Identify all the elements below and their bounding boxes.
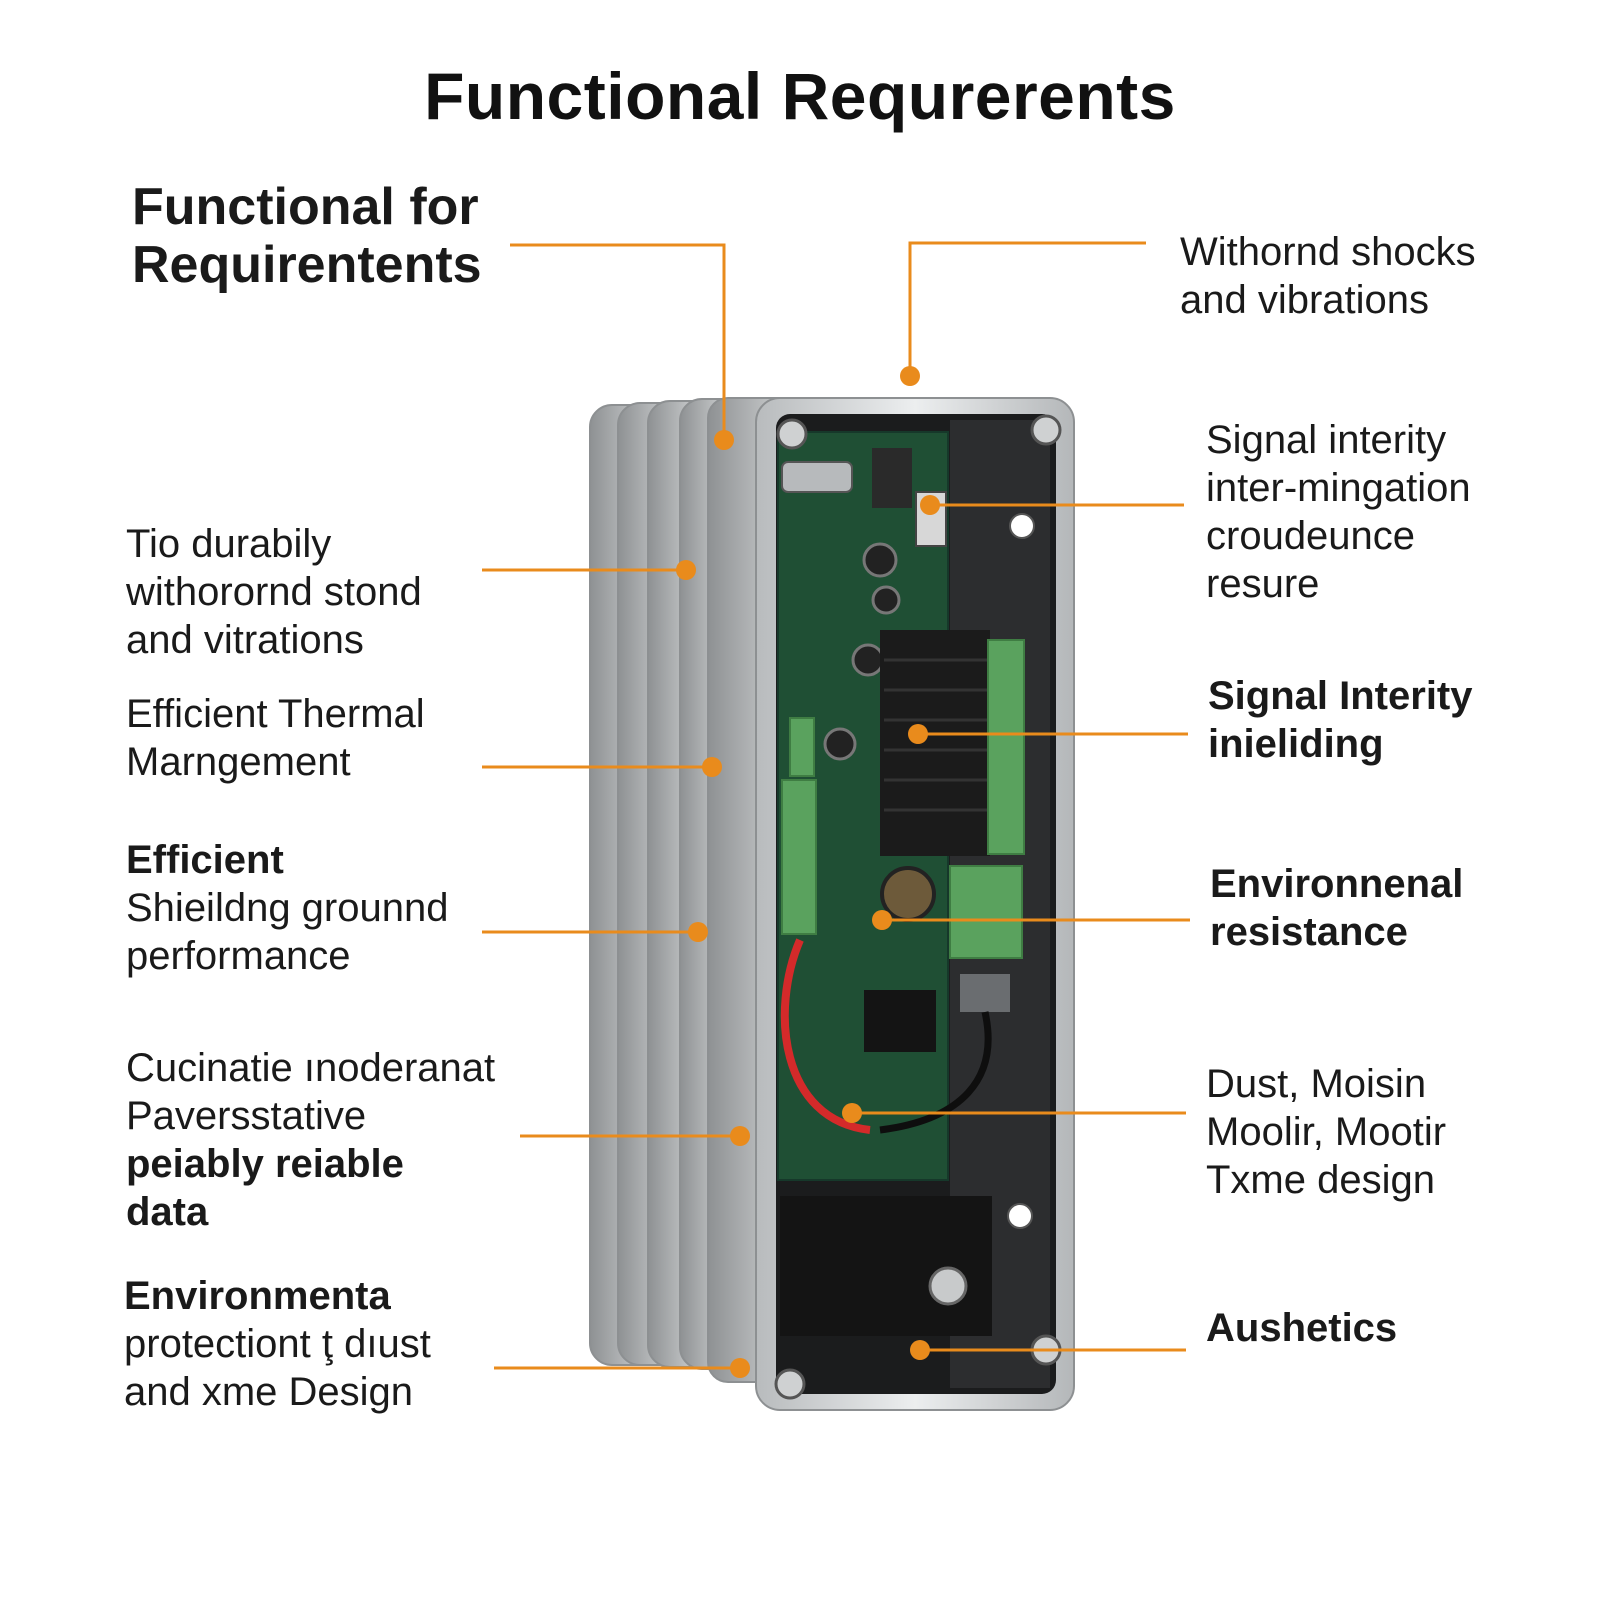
terminal-block-left [781,779,817,935]
capacitor-1 [862,542,898,578]
leader-right-1-line [908,241,1146,376]
callout-line: Withornd shocks [1180,230,1476,274]
callout-line: and vitrations [126,618,364,662]
screw-top-right [1030,414,1062,446]
inductor [880,866,936,922]
red-wire [780,938,871,1134]
callout-line: Efficient Thermal [126,692,425,736]
leader-left-1-dot [714,430,734,450]
screw-top-left [776,418,808,450]
callout-line: resure [1206,562,1320,606]
mount-hole-bottom [1007,1203,1033,1229]
power-supply [780,1196,992,1336]
callout-line: resistance [1210,910,1408,954]
callout-line: peiably reiable [126,1142,404,1186]
leader-right-5-dot [842,1103,862,1123]
mount-hole-top [1009,513,1035,539]
leader-left-1-line [510,243,726,440]
callout-line: Environnenal [1210,862,1464,906]
leader-right-2-dot [920,495,940,515]
callout-line: Signal interity [1206,418,1447,462]
leader-right-3-dot [908,724,928,744]
ground-bolt [928,1266,968,1306]
terminal-block-small [789,717,815,777]
callout-line: Cucinatie ınoderanat [126,1046,496,1090]
usb-connector [781,461,853,493]
heatsink-fins [884,658,988,812]
callout-line: Functional for [132,178,479,236]
leader-right-1-dot [900,366,920,386]
leader-left-3-dot [702,757,722,777]
screw-bottom-left [774,1368,806,1400]
header-connector [872,448,912,508]
capacitor-3 [851,643,885,677]
enclosure-screws [774,414,1062,1400]
leader-lines [482,241,1190,1378]
callout-line: Paversstative [126,1094,367,1138]
cable-connector [960,974,1010,1012]
capacitor-2 [871,585,901,615]
callout-line: croudeunce [1206,514,1416,558]
callout-line: and xme Design [124,1370,414,1414]
callout-line: inter-mingation [1206,466,1471,510]
leader-left-5-dot [730,1126,750,1146]
pcb-board [777,431,1025,1336]
callout-line: inieliding [1208,722,1384,766]
relay [864,990,936,1052]
callout-line: Requirentents [132,236,482,294]
capacitor-4 [823,727,857,761]
callout-line: withorornd stond [126,570,422,614]
callout-line: Txme design [1206,1158,1435,1202]
page-title: Functional Requrerents [424,59,1176,133]
leader-left-6-dot [730,1358,750,1378]
callout-line: Aushetics [1206,1306,1398,1350]
leader-left-2-dot [676,560,696,580]
black-wire [879,1011,992,1134]
callout-line: data [126,1190,209,1234]
callout-line: Shieildng grounnd [126,886,449,930]
callout-right-6: Aushetics [1206,1304,1397,1352]
callout-line: and vibrations [1180,278,1430,322]
callout-line: Environmenta [124,1274,391,1318]
heatsink [880,630,990,856]
callout-line: Tio durabily [126,522,332,566]
callout-line: Marngement [126,740,351,784]
callout-line: performance [126,934,351,978]
callout-line: Efficient [126,838,284,882]
callout-line: Dust, Moisin [1206,1062,1427,1106]
terminal-block-lower [949,865,1023,959]
callout-line: protectiont ţ dıust [124,1322,431,1366]
leader-right-6-dot [910,1340,930,1360]
leader-left-4-dot [688,922,708,942]
leader-right-4-dot [872,910,892,930]
terminal-block-right [987,639,1025,855]
callout-line: Moolir, Mootir [1206,1110,1447,1154]
callout-line: Signal Interity [1208,674,1473,718]
